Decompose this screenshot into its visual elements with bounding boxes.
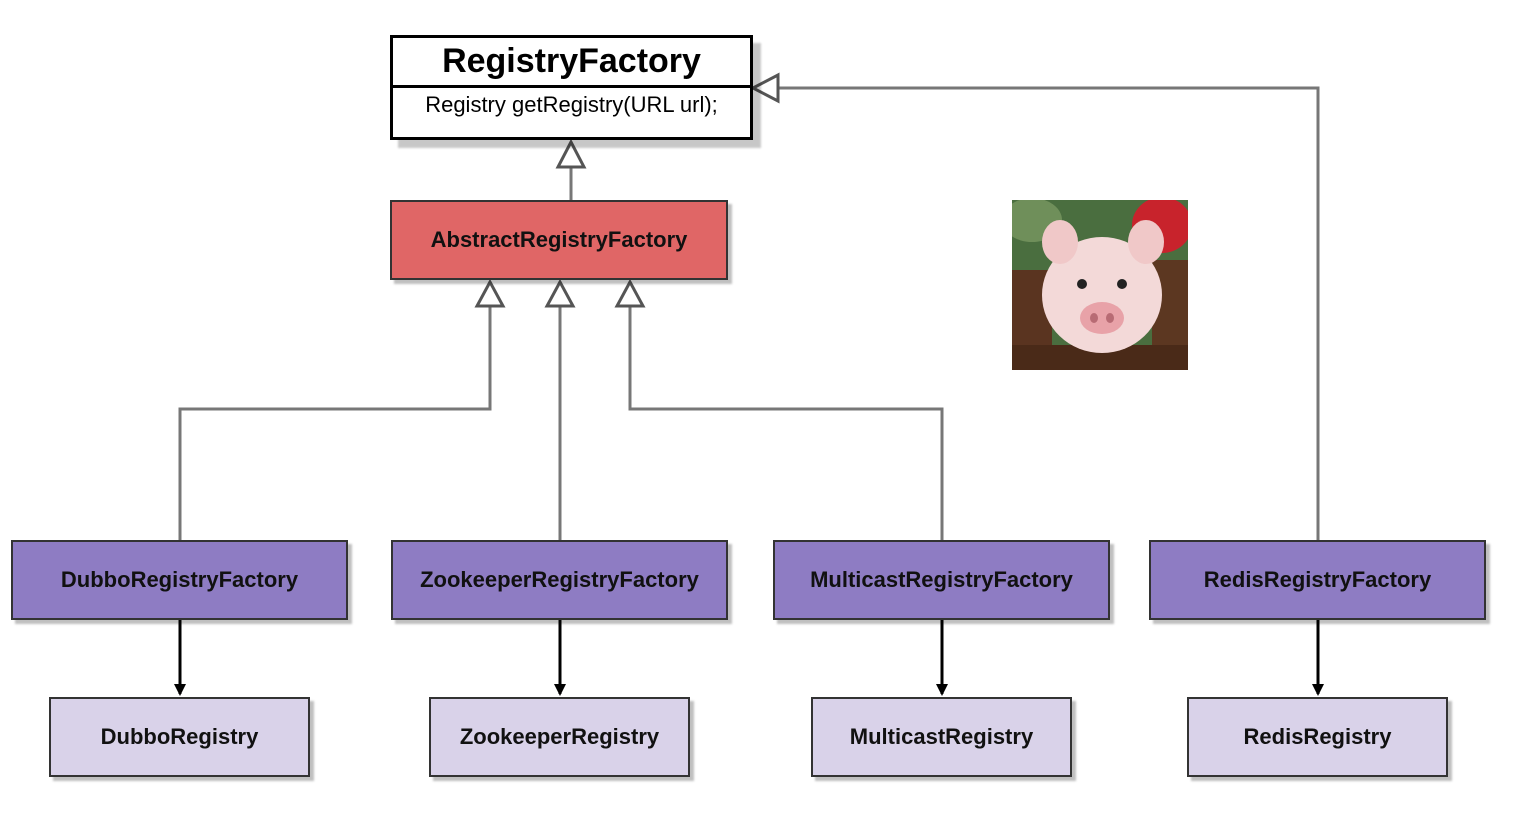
product-box-multicast: MulticastRegistry xyxy=(811,697,1072,777)
inherit-triangle-redis xyxy=(749,72,780,104)
factory-box-redis: RedisRegistryFactory xyxy=(1149,540,1486,620)
product-box-dubbo: DubboRegistry xyxy=(49,697,310,777)
interface-method: Registry getRegistry(URL url); xyxy=(425,92,718,117)
factory-box-zookeeper: ZookeeperRegistryFactory xyxy=(391,540,728,620)
inherit-triangle-multicast xyxy=(614,278,646,308)
inherit-line-dubbo xyxy=(178,306,492,540)
inherit-line-redis xyxy=(778,86,1320,540)
product-box-redis: RedisRegistry xyxy=(1187,697,1448,777)
interface-name: RegistryFactory xyxy=(393,38,750,88)
product-box-zookeeper: ZookeeperRegistry xyxy=(429,697,690,777)
inherit-triangle-dubbo xyxy=(474,278,506,308)
abstract-factory-box: AbstractRegistryFactory xyxy=(390,200,728,280)
factory-box-multicast: MulticastRegistryFactory xyxy=(773,540,1110,620)
factory-box-dubbo: DubboRegistryFactory xyxy=(11,540,348,620)
pig-photo-icon xyxy=(1012,200,1188,370)
interface-box-registry-factory: RegistryFactory Registry getRegistry(URL… xyxy=(390,35,753,140)
inherit-triangle-zookeeper xyxy=(544,278,576,308)
inherit-triangle-abstract xyxy=(555,138,587,169)
inherit-line-multicast xyxy=(628,306,944,540)
